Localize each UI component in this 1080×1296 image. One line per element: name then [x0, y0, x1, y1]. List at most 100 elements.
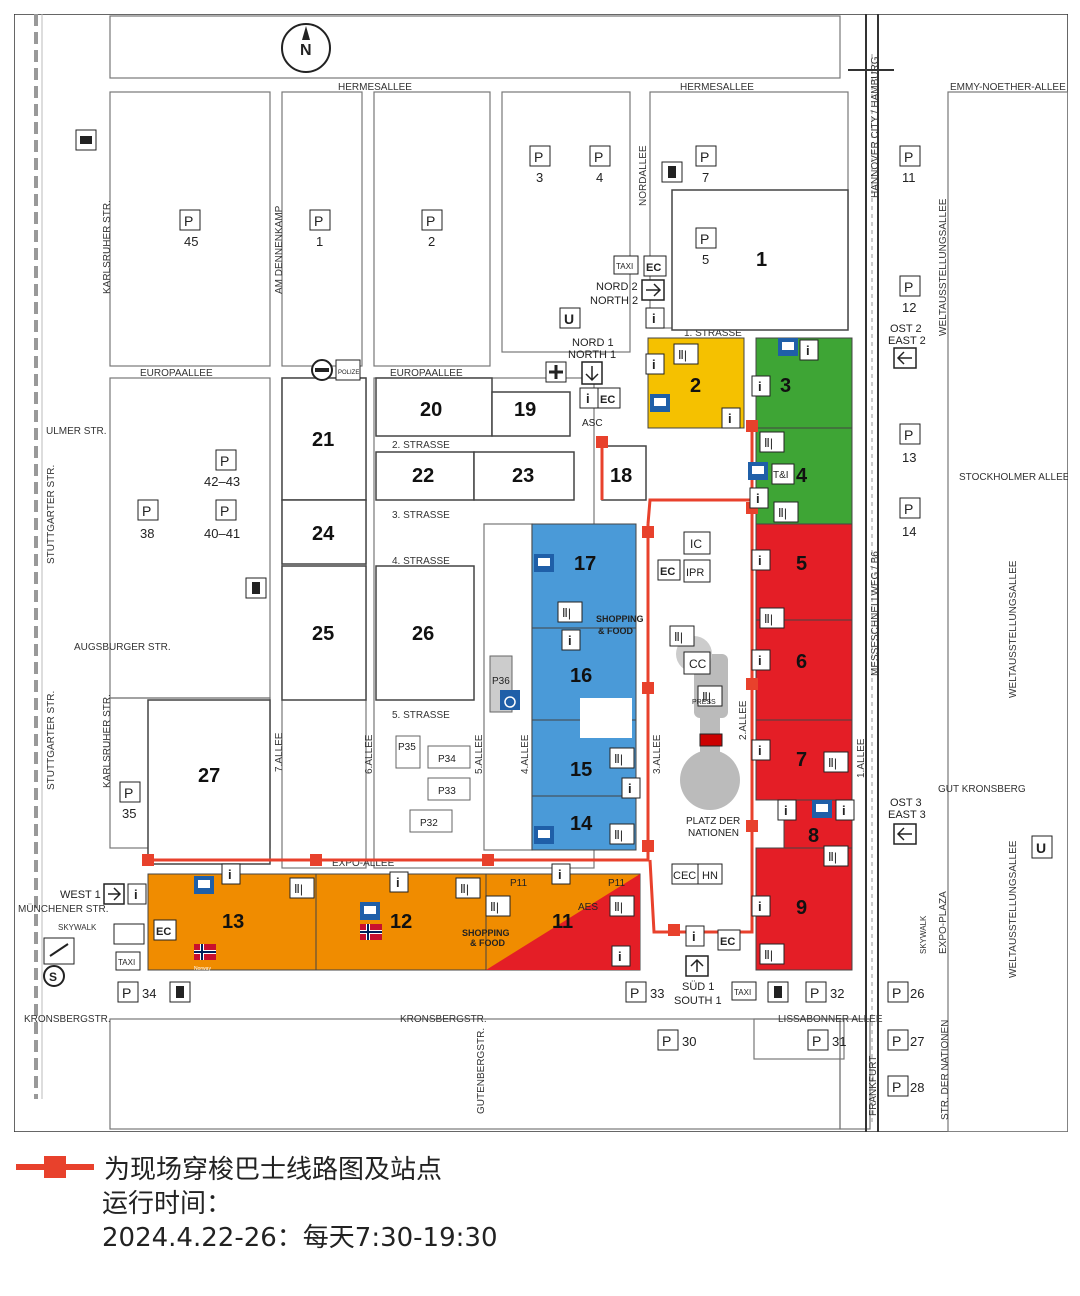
hall-3-label: 3 [780, 375, 791, 397]
svg-text:i: i [134, 887, 138, 902]
road-hannover-hamburg: HANNOVER CITY / HAMBURG [870, 56, 881, 198]
hall-27-label: 27 [198, 765, 220, 787]
parking-icon: P [421, 209, 443, 231]
parking-icon: P [179, 209, 201, 231]
parking-icon: P [215, 449, 237, 471]
svg-text:Ⅱ|: Ⅱ| [614, 828, 623, 842]
restaurant-icon: Ⅱ| [609, 823, 635, 845]
hall-24-label: 24 [312, 523, 335, 545]
svg-text:P: P [124, 785, 133, 801]
fuel-icon [661, 161, 683, 183]
parking-icon: P [807, 1029, 829, 1051]
road-weltausstellungsallee: WELTAUSSTELLUNGSALLEE [1008, 840, 1019, 978]
road-karlsruher: KARLSRUHER STR. [102, 200, 113, 294]
train-icon [43, 937, 75, 965]
parking-label: 14 [902, 524, 916, 539]
hall-26 [375, 565, 475, 701]
arrow-down-icon [581, 361, 603, 385]
parking-icon: P [119, 781, 141, 803]
info-icon: i [645, 353, 665, 375]
platz-der-nationen: NATIONEN [688, 828, 739, 839]
hall-19-label: 19 [514, 399, 536, 421]
parking-icon: P [805, 981, 827, 1003]
parking-icon: P [887, 981, 909, 1003]
parking-label: 38 [140, 526, 154, 541]
road-2-allee: 2.ALLEE [738, 700, 749, 740]
svg-text:TAXI: TAXI [118, 958, 135, 967]
svg-text:i: i [228, 867, 232, 882]
entrance-sued1: SÜD 1 [682, 981, 714, 993]
entrance-north1: NORTH 1 [568, 349, 616, 361]
restaurant-icon: Ⅱ| [609, 747, 635, 769]
svg-text:TAXI: TAXI [616, 262, 633, 271]
subway-icon: U [1031, 835, 1053, 859]
bus-stop-icon [360, 902, 380, 920]
info-icon: i [561, 629, 581, 651]
road-stockholmer: STOCKHOLMER ALLEE [959, 472, 1068, 483]
svg-text:IC: IC [690, 537, 702, 551]
svg-text:U: U [564, 311, 574, 327]
hall-11-red [486, 874, 640, 970]
svg-text:i: i [758, 653, 762, 668]
hall-23 [473, 451, 575, 501]
ic-label: IC [683, 531, 711, 555]
hall-17-label: 17 [574, 553, 596, 575]
svg-text:Ⅱ|: Ⅱ| [678, 348, 687, 362]
parking-label: 11 [902, 170, 916, 185]
road-3-strasse: 3. STRASSE [392, 510, 450, 521]
svg-text:i: i [842, 803, 846, 818]
bus-stop-icon [650, 394, 670, 412]
svg-text:P: P [812, 1033, 821, 1049]
hall-1-label: 1 [756, 249, 767, 271]
hall-15-label: 15 [570, 759, 592, 781]
parking-icon: P [887, 1075, 909, 1097]
road-emmy-noether: EMMY-NOETHER-ALLEE [950, 82, 1066, 93]
parking-label: 32 [830, 986, 844, 1001]
hall-9-label: 9 [796, 897, 807, 919]
hall-27 [147, 699, 271, 865]
svg-text:POLIZEI: POLIZEI [338, 370, 361, 376]
parking-icon: P [695, 227, 717, 249]
road-skywalk: SKYWALK [58, 923, 97, 932]
fuel-icon [169, 981, 191, 1003]
svg-text:CC: CC [689, 657, 707, 671]
parking-icon: P [309, 209, 331, 231]
entrance-nord2: NORD 2 [596, 281, 638, 293]
info-icon: i [751, 549, 771, 571]
restaurant-icon: Ⅱ| [455, 877, 481, 899]
road-str-der-nationen: STR. DER NATIONEN [940, 1020, 951, 1120]
parking-icon: P [887, 1029, 909, 1051]
road-augsburger: AUGSBURGER STR. [74, 642, 171, 653]
hall-12-label: 12 [390, 911, 412, 933]
hall-4-label: 4 [796, 465, 808, 487]
highway-b6 [848, 14, 894, 1132]
bus-stop-icon [534, 826, 554, 844]
svg-text:P: P [426, 213, 435, 229]
hall-5 [755, 523, 853, 621]
restaurant-icon: Ⅱ| [697, 685, 723, 707]
bus-stop-icon [534, 554, 554, 572]
wheelchair-icon [500, 690, 520, 710]
svg-text:S: S [49, 970, 57, 984]
grey-halls [147, 189, 849, 865]
road-messeschnellweg: MESSESCHNELLWEG / B6 [870, 551, 881, 676]
parking-label: 7 [702, 170, 709, 185]
svg-text:P: P [220, 453, 229, 469]
road-weltausstellungsallee: WELTAUSSTELLUNGSALLEE [1008, 560, 1019, 698]
tl-label: T&I [771, 463, 795, 485]
ec-atm-icon: EC [643, 255, 667, 277]
hall-26-label: 26 [412, 623, 434, 645]
parking-icon: P [899, 423, 921, 445]
road-lissabonner: LISSABONNER ALLEE [778, 1014, 883, 1025]
parking-p36: P36 [492, 676, 510, 687]
svg-text:Ⅱ|: Ⅱ| [614, 752, 623, 766]
parking-icon: P [589, 145, 611, 167]
road-kronsberg: KRONSBERGSTR. [24, 1014, 111, 1025]
hall-18-label: 18 [610, 465, 632, 487]
hall-22-label: 22 [412, 465, 434, 487]
svg-text:EC: EC [646, 262, 661, 274]
road-gutenberg: GUTENBERGSTR. [476, 1028, 487, 1114]
no-entry-icon [311, 359, 333, 381]
svg-text:P: P [904, 279, 913, 295]
restaurant-icon: Ⅱ| [759, 607, 785, 629]
